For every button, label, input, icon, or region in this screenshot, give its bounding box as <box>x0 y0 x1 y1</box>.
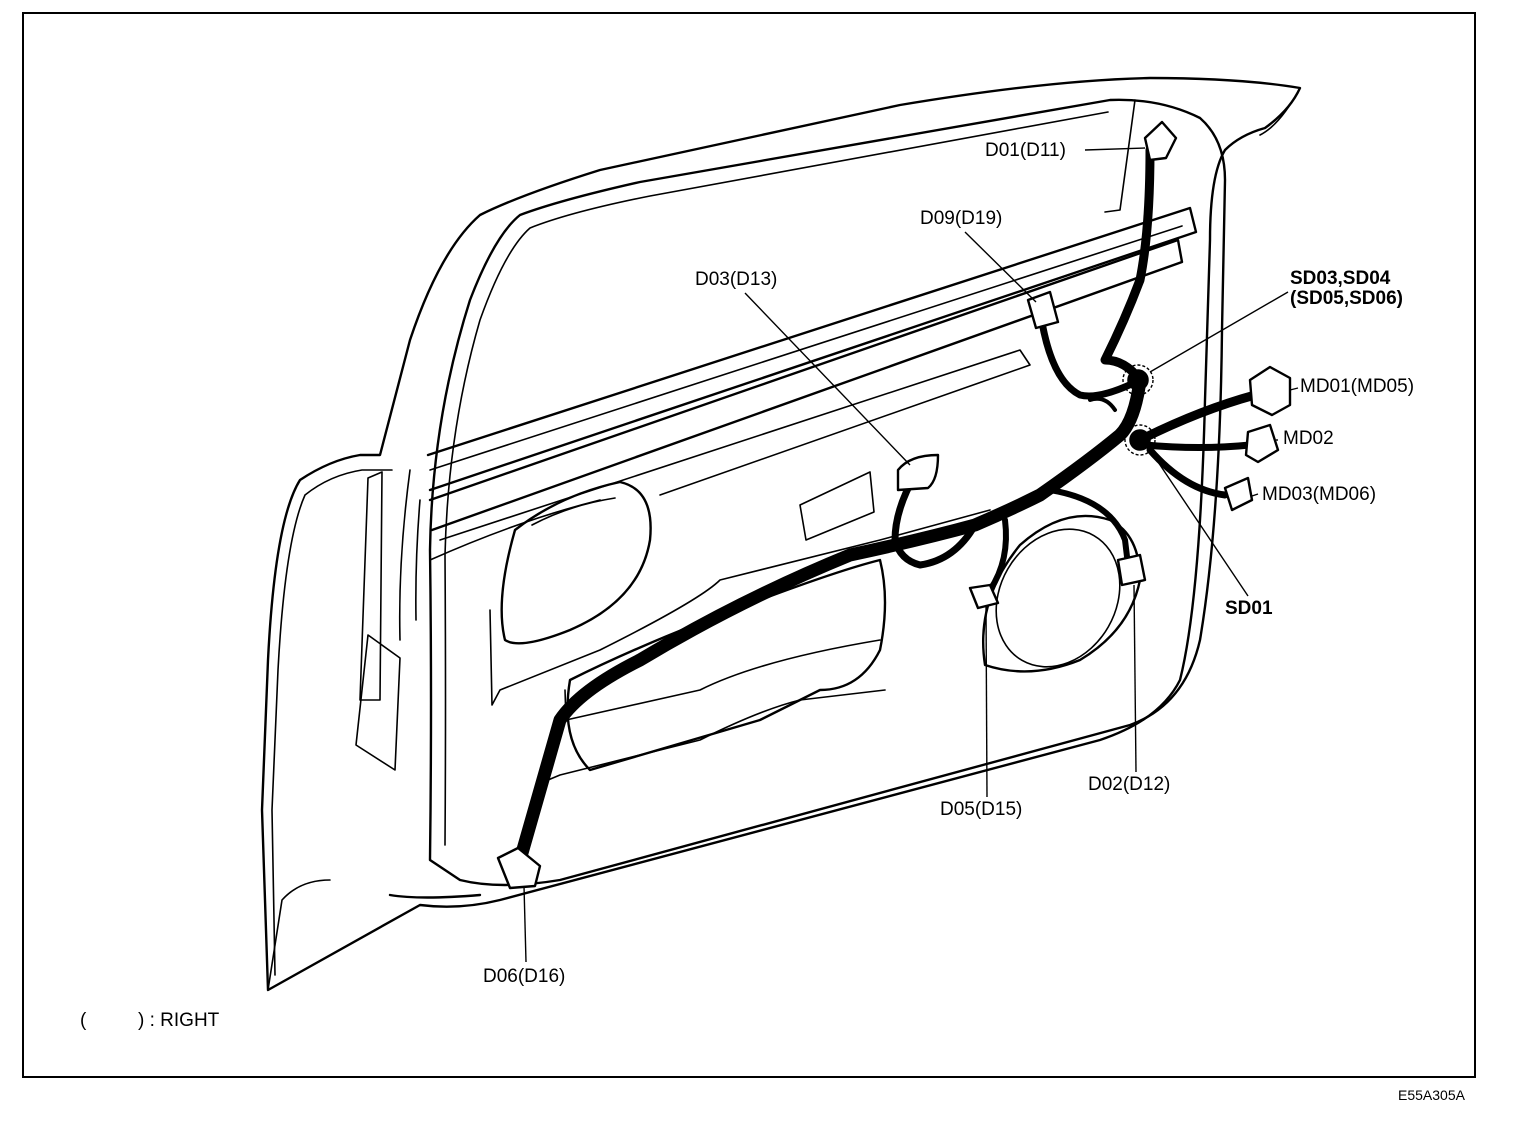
legend-right-text: ) : RIGHT <box>138 1010 220 1031</box>
door-panel <box>260 76 1302 992</box>
splice-sd03 <box>1127 369 1149 391</box>
connector-md03 <box>1223 476 1254 512</box>
splices <box>1122 364 1156 456</box>
connector-d03 <box>896 453 940 492</box>
service-hole <box>566 558 887 772</box>
connector-md01 <box>1248 365 1292 417</box>
label-d01: D01(D11) <box>985 140 1066 161</box>
legend-open-paren: ( <box>80 1010 87 1031</box>
label-md03: MD03(MD06) <box>1262 484 1377 505</box>
leader-lines <box>523 147 1299 963</box>
speaker <box>981 514 1142 673</box>
splice-sd03-ring <box>1122 364 1154 396</box>
connector-d05 <box>968 583 1000 610</box>
label-md01: MD01(MD05) <box>1300 376 1415 397</box>
label-d05: D05(D15) <box>940 799 1023 820</box>
figure-code: E55A305A <box>1398 1087 1465 1103</box>
label-d09: D09(D19) <box>920 208 1003 229</box>
wiring-harness <box>513 145 1260 867</box>
label-d02: D02(D12) <box>1088 774 1171 795</box>
label-md02: MD02 <box>1283 428 1334 449</box>
diagram-frame <box>22 12 1476 1078</box>
splice-sd01-ring <box>1124 424 1156 456</box>
connector-d02 <box>1116 553 1147 587</box>
inside-handle-recess <box>500 480 652 645</box>
connector-d09 <box>1026 290 1060 330</box>
label-sd01: SD01 <box>1225 598 1273 619</box>
connectors <box>496 120 1292 890</box>
label-sd03-line1: SD03,SD04 <box>1290 268 1391 289</box>
splice-sd01 <box>1129 429 1151 451</box>
connector-md02 <box>1244 423 1280 464</box>
label-d06: D06(D16) <box>483 966 566 987</box>
connector-d01 <box>1143 120 1178 162</box>
switch-opening <box>799 471 875 541</box>
connector-d06 <box>496 846 542 890</box>
label-d03: D03(D13) <box>695 269 778 290</box>
label-sd03-line2: (SD05,SD06) <box>1290 288 1403 309</box>
